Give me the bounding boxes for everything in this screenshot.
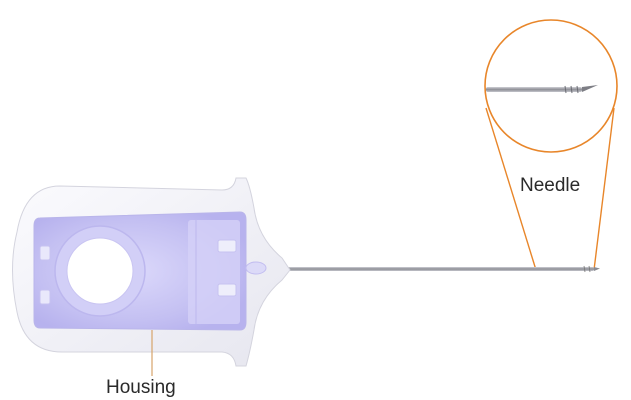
- zoom-circle-icon: [484, 19, 618, 153]
- housing-label: Housing: [106, 377, 176, 398]
- callout-leader-lines: [485, 107, 615, 271]
- callout-line-right: [593, 107, 615, 271]
- housing-hole: [66, 237, 134, 305]
- needle-shaft: [268, 265, 600, 273]
- needle-zoom-callout: [484, 19, 618, 153]
- housing-body: [12, 177, 291, 367]
- needle-label: Needle: [520, 175, 580, 196]
- magnified-needle: [486, 85, 598, 94]
- callout-line-left: [485, 107, 537, 271]
